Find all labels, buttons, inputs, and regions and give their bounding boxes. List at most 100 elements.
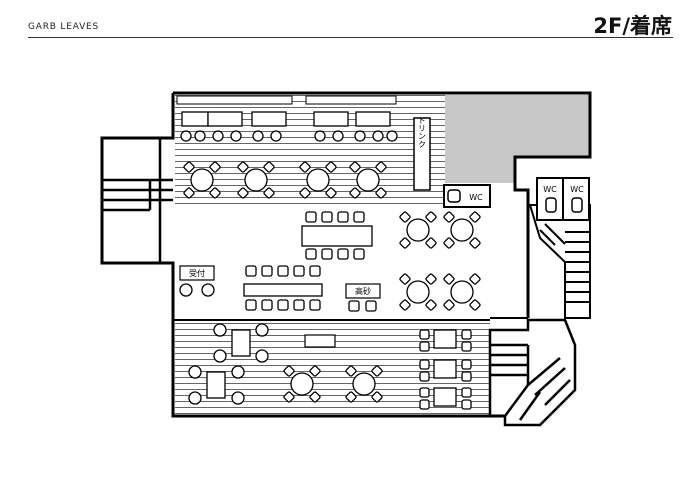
chair — [461, 329, 472, 340]
chair — [349, 187, 361, 199]
chair — [348, 300, 360, 312]
wc-label-2: WC — [570, 185, 584, 194]
chair — [261, 299, 273, 311]
chair — [337, 248, 349, 260]
chair — [349, 161, 361, 173]
chair — [263, 187, 275, 199]
stool — [332, 130, 344, 142]
stool — [231, 391, 245, 405]
reception-label: 受付 — [189, 268, 205, 278]
square-table — [433, 359, 457, 379]
page-title: 2F/着席 — [593, 14, 672, 38]
chair — [209, 187, 221, 199]
chair — [399, 211, 411, 223]
chair — [245, 299, 257, 311]
chair — [425, 273, 437, 285]
cafe-table — [313, 111, 349, 127]
chair — [353, 211, 365, 223]
chair — [183, 187, 195, 199]
square-table — [433, 329, 457, 349]
chair — [443, 211, 455, 223]
stool — [179, 283, 193, 297]
stool — [212, 130, 224, 142]
chair — [419, 399, 430, 410]
center-table — [304, 334, 336, 348]
chair — [305, 211, 317, 223]
round-table — [306, 168, 330, 192]
stool — [255, 323, 269, 337]
chair — [399, 299, 411, 311]
stool — [194, 130, 206, 142]
chair — [425, 237, 437, 249]
round-table — [450, 218, 474, 242]
chair — [425, 299, 437, 311]
chair — [321, 248, 333, 260]
chair — [309, 299, 321, 311]
right-staircase — [528, 204, 591, 319]
furniture-layer — [179, 111, 481, 410]
chair — [299, 187, 311, 199]
stool — [372, 130, 384, 142]
chair — [419, 371, 430, 382]
stool — [213, 323, 227, 337]
cafe-table — [181, 111, 209, 127]
long-table — [243, 283, 323, 297]
chair — [283, 391, 295, 403]
top-counter-right — [305, 95, 397, 105]
stool — [354, 130, 366, 142]
chair — [309, 391, 321, 403]
cafe-table — [251, 111, 287, 127]
chair — [293, 299, 305, 311]
chair — [419, 341, 430, 352]
chair — [309, 265, 321, 277]
chair — [461, 399, 472, 410]
stool — [188, 391, 202, 405]
square-table — [433, 387, 457, 407]
chair — [293, 265, 305, 277]
chair — [469, 211, 481, 223]
header-divider — [28, 37, 673, 38]
stool — [231, 365, 245, 379]
round-table — [406, 218, 430, 242]
chair — [277, 299, 289, 311]
square-table — [206, 371, 226, 399]
square-table — [231, 329, 251, 357]
stool — [386, 130, 398, 142]
chair — [399, 273, 411, 285]
round-table — [290, 372, 314, 396]
left-staircase — [102, 138, 173, 263]
chair — [443, 237, 455, 249]
backyard-area — [445, 95, 590, 183]
stool — [270, 130, 282, 142]
round-table — [244, 168, 268, 192]
chair — [245, 265, 257, 277]
cafe-table — [207, 111, 243, 127]
chair — [305, 248, 317, 260]
takasago-desk — [345, 283, 381, 299]
chair — [469, 299, 481, 311]
chair — [461, 387, 472, 398]
chair — [365, 300, 377, 312]
drink-label: ドリンク — [418, 116, 427, 148]
round-table — [190, 168, 214, 192]
chair — [425, 211, 437, 223]
stool — [314, 130, 326, 142]
brand-name: GARB LEAVES — [28, 22, 100, 32]
chair — [461, 341, 472, 352]
wc-label-1: WC — [543, 185, 557, 194]
stool — [230, 130, 242, 142]
lower-right-staircase — [488, 318, 577, 427]
chair — [325, 161, 337, 173]
outer-walls — [100, 91, 592, 418]
chair — [261, 265, 273, 277]
chair — [209, 161, 221, 173]
drink-counter — [413, 117, 431, 191]
chair — [263, 161, 275, 173]
wc-label-center: WC — [469, 193, 483, 202]
chair — [419, 329, 430, 340]
chair — [375, 187, 387, 199]
reception-desk — [179, 265, 215, 281]
chair — [321, 211, 333, 223]
wc-right — [536, 177, 590, 221]
